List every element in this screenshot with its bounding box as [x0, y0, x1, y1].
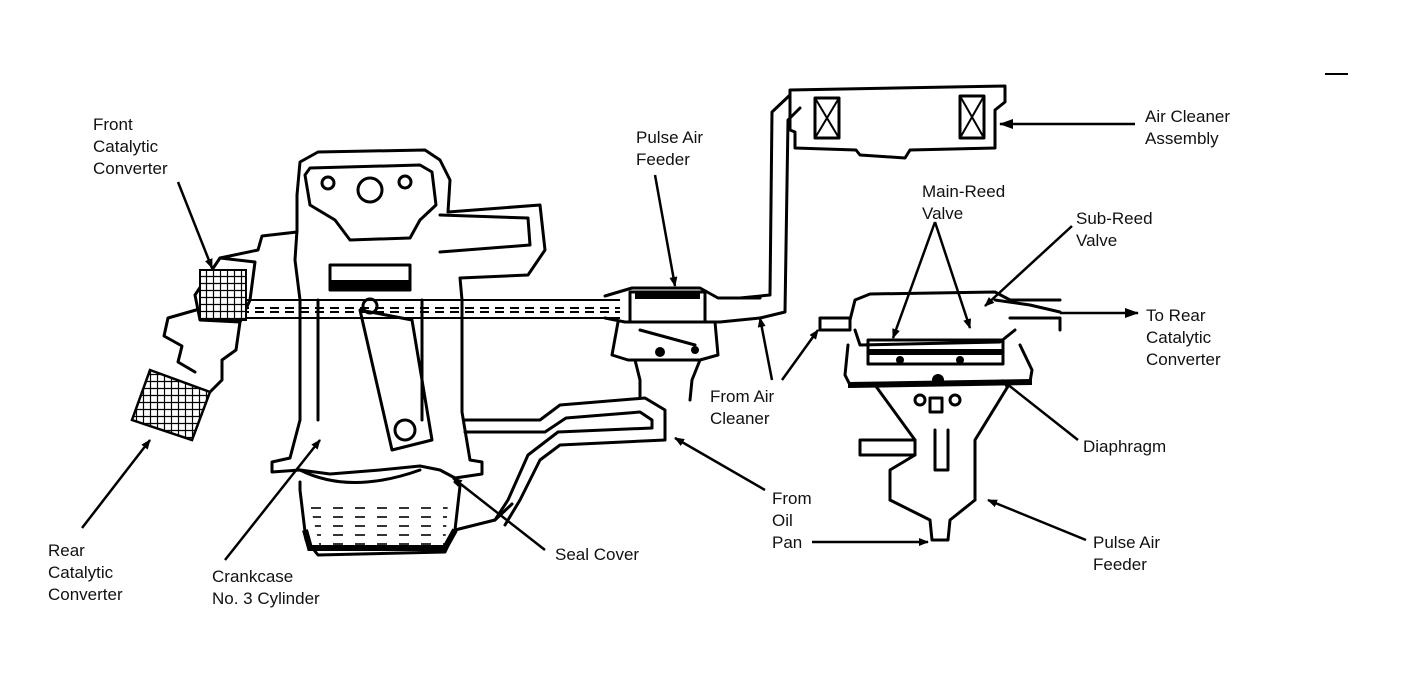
rear-catalytic-converter	[130, 368, 212, 442]
label-line: Sub-Reed	[1076, 209, 1153, 228]
label-air-cleaner-assembly: Air Cleaner Assembly	[1145, 106, 1230, 150]
label-line: Cleaner	[710, 409, 770, 428]
label-line: From Air	[710, 387, 775, 406]
label-front-catalytic-converter: Front Catalytic Converter	[93, 114, 168, 180]
label-line: From	[772, 489, 812, 508]
label-line: Seal Cover	[555, 545, 640, 564]
label-crankcase: Crankcase No. 3 Cylinder	[212, 566, 320, 610]
label-line: Pan	[772, 533, 803, 552]
label-line: Air Cleaner	[1145, 107, 1231, 126]
label-line: Crankcase	[212, 567, 294, 586]
label-from-air-cleaner: From Air Cleaner	[710, 386, 774, 430]
exhaust-pipe	[240, 299, 620, 319]
label-line: Main-Reed	[922, 182, 1006, 201]
arrow-diaphragm	[1001, 379, 1079, 441]
arrow-from-air-cleaner-right	[780, 329, 820, 381]
label-line: Catalytic	[93, 137, 159, 156]
pulse-air-feeder-middle	[603, 286, 762, 402]
label-line: Feeder	[1093, 555, 1147, 574]
label-line: Catalytic	[48, 563, 114, 582]
pulse-air-feeder-right	[818, 290, 1062, 542]
arrow-front-catalytic-converter	[176, 181, 214, 269]
label-line: Rear	[48, 541, 85, 560]
label-line: Pulse Air	[636, 128, 704, 147]
label-line: Converter	[1146, 350, 1221, 369]
label-line: Converter	[48, 585, 123, 604]
label-line: Catalytic	[1146, 328, 1212, 347]
arrow-main-reed-valve-left	[891, 221, 937, 339]
label-pulse-air-feeder-top: Pulse Air Feeder	[636, 127, 703, 171]
oil-pan	[298, 480, 462, 557]
label-line: Converter	[93, 159, 168, 178]
engine-block	[218, 148, 547, 484]
arrow-seal-cover	[452, 477, 546, 551]
label-line: Valve	[922, 204, 964, 223]
label-line: Assembly	[1145, 129, 1219, 148]
label-sub-reed-valve: Sub-Reed Valve	[1076, 208, 1153, 252]
air-cleaner-assembly	[788, 84, 1007, 160]
label-line: Front	[93, 115, 133, 134]
label-diaphragm: Diaphragm	[1083, 436, 1166, 458]
label-seal-cover: Seal Cover	[555, 544, 639, 566]
label-rear-catalytic-converter: Rear Catalytic Converter	[48, 540, 123, 606]
air-hose	[738, 93, 802, 320]
label-line: Valve	[1076, 231, 1118, 250]
arrow-crankcase	[224, 439, 321, 561]
arrow-from-oil-pan-upper	[674, 436, 766, 492]
label-line: Diaphragm	[1083, 437, 1167, 456]
arrow-pulse-air-feeder-right	[987, 498, 1087, 542]
leader-lines	[81, 119, 1139, 561]
label-to-rear-catalytic-converter: To Rear Catalytic Converter	[1146, 305, 1221, 371]
label-line: Feeder	[636, 150, 690, 169]
label-line: To Rear	[1146, 306, 1206, 325]
label-main-reed-valve: Main-Reed Valve	[922, 181, 1005, 225]
label-from-oil-pan: From Oil Pan	[772, 488, 812, 554]
arrow-pulse-air-feeder-top	[653, 174, 678, 287]
arrow-main-reed-valve-right	[933, 221, 972, 329]
oil-return-line	[453, 396, 667, 532]
label-line: Pulse Air	[1093, 533, 1161, 552]
label-line: Oil	[772, 511, 793, 530]
label-line: No. 3 Cylinder	[212, 589, 320, 608]
label-pulse-air-feeder-right: Pulse Air Feeder	[1093, 532, 1160, 576]
arrow-rear-catalytic-converter	[81, 439, 151, 529]
arrow-sub-reed-valve	[984, 225, 1073, 307]
arrow-from-air-cleaner-left	[757, 317, 774, 381]
front-catalytic-converter	[162, 256, 257, 394]
